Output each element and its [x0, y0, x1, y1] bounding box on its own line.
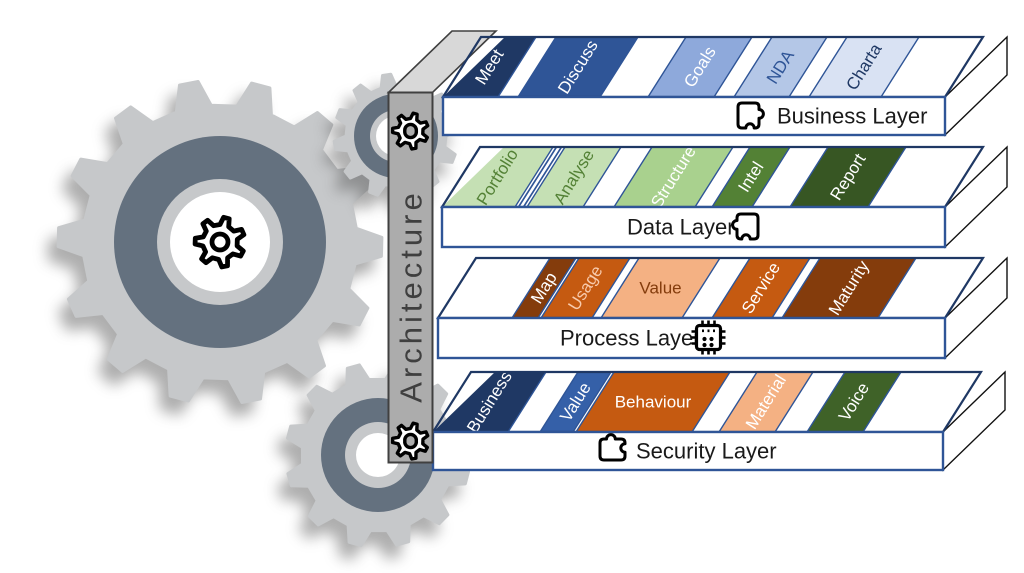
stripe-business [433, 372, 548, 432]
stripe-voice [805, 372, 903, 432]
stripe-behaviour [574, 372, 732, 432]
puzzle-piece-icon [598, 433, 627, 462]
gear-large [56, 80, 384, 404]
puzzle-piece-icon [736, 101, 765, 130]
stripe-structure [612, 147, 735, 207]
gear-icon [390, 421, 430, 461]
layer-name-label: Security Layer [636, 439, 777, 464]
architecture-bar-label: Architecture [394, 189, 429, 402]
stripe-label: Behaviour [615, 393, 692, 412]
layer-name-label: Process Layer [560, 326, 701, 351]
stripe-report [788, 147, 908, 207]
stripe-divider-line [517, 147, 558, 207]
gear-icon [390, 111, 430, 151]
stripe-charta [807, 37, 921, 97]
puzzle-piece-icon [731, 212, 760, 241]
layer-front-face [431, 430, 945, 472]
stripe-discuss [516, 37, 640, 97]
layer-front-face [440, 205, 947, 249]
stripe-service [710, 258, 812, 318]
layer-name-label: Business Layer [777, 104, 927, 129]
stripe-intel [710, 147, 792, 207]
stripe-goals [646, 37, 754, 97]
stripe-material [717, 372, 815, 432]
layer-front-face [441, 95, 947, 137]
stripe-value [538, 372, 613, 432]
stripe-nda [732, 37, 829, 97]
stripe-analyse [525, 147, 623, 207]
layer-name-label: Data Layer [627, 215, 735, 240]
stripe-usage [539, 258, 632, 318]
stripe-value [599, 258, 722, 318]
stripe-divider-line [522, 147, 563, 207]
stripe-maturity [780, 258, 918, 318]
architecture-bar: Architecture [387, 91, 434, 464]
gear-icon [192, 214, 247, 270]
stripe-map [510, 258, 578, 318]
stripe-label: Value [639, 279, 681, 298]
chip-icon [691, 320, 726, 355]
stripe-portfolio [442, 147, 555, 207]
